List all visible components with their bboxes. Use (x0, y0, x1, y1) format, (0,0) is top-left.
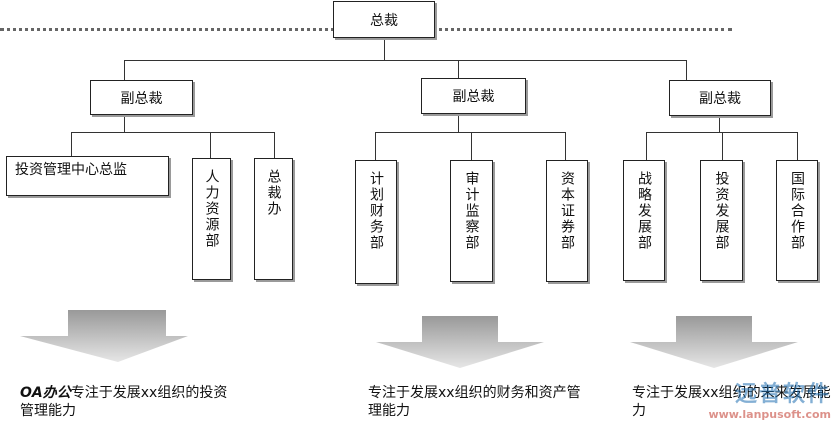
caption-text: 专注于发展xx组织的未来发展能力 (632, 385, 831, 419)
dept-investment-management-box: 投资管理中心总监 (6, 156, 169, 196)
cut-off-header-text: …………………… (20, 0, 132, 4)
connector-vp3-down (719, 116, 720, 132)
connector-dept9-up (797, 132, 798, 160)
ceo-box: 总裁 (333, 1, 435, 38)
vp-label: 副总裁 (452, 89, 495, 105)
vp-box-3: 副总裁 (669, 80, 771, 116)
connector-ceo-down (384, 38, 385, 60)
vp-box-1: 副总裁 (90, 80, 193, 115)
dept-label: 人力资源部 (203, 169, 220, 249)
caption-text: 专注于发展xx组织的投资管理能力 (20, 385, 228, 419)
caption-prefix: OA办公 (20, 385, 71, 401)
vp-box-2: 副总裁 (421, 78, 526, 114)
connector-vp2-bus (375, 132, 565, 133)
connector-vp1-down (124, 115, 125, 132)
dept-international-box: 国际合作部 (776, 160, 818, 281)
vp-label: 副总裁 (699, 91, 741, 107)
dept-label: 国际合作部 (789, 171, 805, 251)
caption-branch-2: 专注于发展xx组织的财务和资产管理能力 (368, 384, 583, 420)
caption-text: 专注于发展xx组织的财务和资产管理能力 (368, 385, 581, 419)
ceo-label: 总裁 (370, 12, 398, 29)
connector-ceo-bus (124, 60, 686, 61)
dept-planning-finance-box: 计划财务部 (355, 160, 397, 284)
vp-label: 副总裁 (120, 90, 163, 107)
watermark-name: 远普软件 (734, 382, 831, 407)
dept-audit-box: 审计监察部 (450, 160, 493, 282)
down-arrow-3 (630, 316, 798, 368)
connector-vp3-up (686, 60, 687, 80)
connector-dept1-up (71, 132, 72, 156)
caption-branch-3: 专注于发展xx组织的未来发展能力 (632, 384, 832, 420)
watermark: 远普软件 www.lanpusoft.com (708, 376, 831, 421)
connector-dept5-up (471, 132, 472, 160)
dept-label: 战略发展部 (636, 171, 652, 251)
down-arrow-1 (20, 310, 188, 362)
connector-dept2-up (210, 132, 211, 158)
dept-hr-box: 人力资源部 (192, 158, 231, 280)
connector-vp1-up (124, 60, 125, 80)
connector-vp2-down (458, 114, 459, 132)
connector-dept6-up (565, 132, 566, 160)
dept-strategy-box: 战略发展部 (623, 160, 665, 281)
dept-label: 总裁办 (265, 169, 282, 217)
dept-capital-securities-box: 资本证券部 (546, 160, 588, 282)
connector-vp2-up (458, 60, 459, 78)
connector-vp1-bus (71, 132, 275, 133)
watermark-url: www.lanpusoft.com (708, 408, 831, 421)
dept-label: 审计监察部 (463, 171, 480, 251)
connector-dept3-up (274, 132, 275, 158)
connector-dept7-up (646, 132, 647, 160)
dept-label: 计划财务部 (368, 171, 384, 251)
dept-label: 投资发展部 (713, 171, 730, 251)
caption-branch-1: OA办公专注于发展xx组织的投资管理能力 (20, 384, 230, 420)
dept-label: 投资管理中心总监 (15, 162, 127, 178)
dept-presidents-office-box: 总裁办 (254, 158, 293, 280)
down-arrow-2 (376, 316, 544, 368)
dept-investment-development-box: 投资发展部 (700, 160, 743, 281)
connector-dept8-up (722, 132, 723, 160)
connector-dept4-up (375, 132, 376, 160)
dept-label: 资本证券部 (559, 171, 575, 251)
